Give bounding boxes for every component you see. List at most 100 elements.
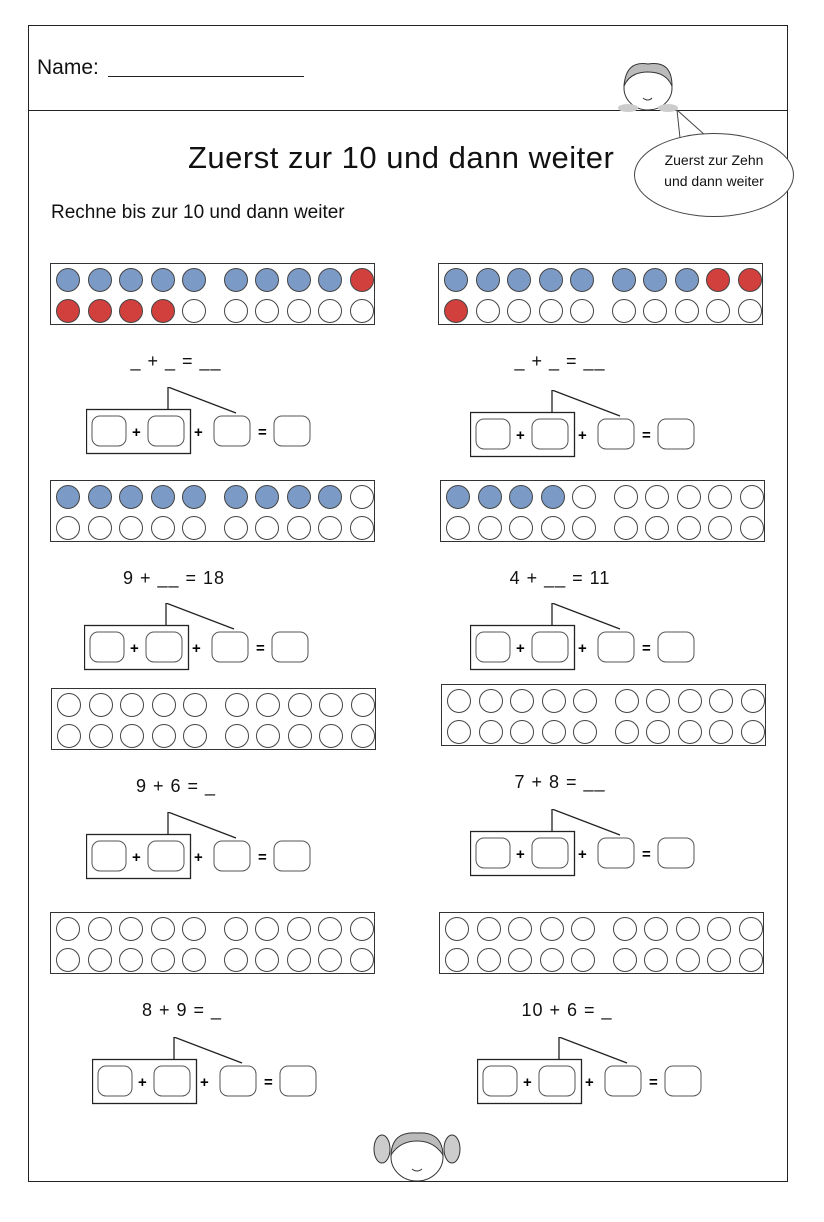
- counter-empty[interactable]: [476, 948, 501, 972]
- counter-empty[interactable]: [183, 724, 207, 748]
- counter-blue[interactable]: [150, 485, 175, 509]
- counter-blue[interactable]: [477, 485, 502, 509]
- counter-red[interactable]: [150, 299, 175, 323]
- counter-empty[interactable]: [573, 689, 597, 713]
- counter-empty[interactable]: [509, 516, 533, 540]
- counter-blue[interactable]: [87, 485, 112, 509]
- counter-empty[interactable]: [255, 948, 279, 972]
- counter-empty[interactable]: [613, 485, 638, 509]
- counter-empty[interactable]: [708, 485, 732, 509]
- counter-blue[interactable]: [56, 268, 80, 292]
- counter-blue[interactable]: [286, 268, 311, 292]
- counter-empty[interactable]: [674, 299, 699, 323]
- counter-empty[interactable]: [445, 948, 469, 972]
- counter-empty[interactable]: [708, 516, 732, 540]
- counter-empty[interactable]: [287, 693, 312, 717]
- counter-red[interactable]: [706, 268, 730, 292]
- counter-empty[interactable]: [182, 516, 206, 540]
- counter-empty[interactable]: [538, 299, 563, 323]
- counter-empty[interactable]: [709, 689, 733, 713]
- counter-blue[interactable]: [119, 268, 143, 292]
- counter-empty[interactable]: [740, 720, 765, 744]
- counter-empty[interactable]: [56, 516, 80, 540]
- counter-blue[interactable]: [223, 268, 248, 292]
- counter-empty[interactable]: [645, 516, 669, 540]
- counter-empty[interactable]: [223, 948, 248, 972]
- counter-empty[interactable]: [612, 948, 637, 972]
- counter-empty[interactable]: [540, 516, 565, 540]
- counter-empty[interactable]: [445, 917, 469, 941]
- counter-blue[interactable]: [475, 268, 500, 292]
- counter-blue[interactable]: [444, 268, 468, 292]
- counter-empty[interactable]: [87, 516, 112, 540]
- counter-empty[interactable]: [151, 693, 176, 717]
- counter-empty[interactable]: [349, 516, 374, 540]
- counter-blue[interactable]: [182, 485, 206, 509]
- counter-empty[interactable]: [740, 689, 765, 713]
- counter-empty[interactable]: [286, 516, 311, 540]
- counter-empty[interactable]: [256, 693, 280, 717]
- counter-empty[interactable]: [88, 693, 113, 717]
- counter-empty[interactable]: [318, 948, 342, 972]
- counter-empty[interactable]: [707, 948, 731, 972]
- counter-blue[interactable]: [507, 268, 531, 292]
- counter-empty[interactable]: [57, 724, 81, 748]
- counter-blue[interactable]: [318, 268, 342, 292]
- counter-empty[interactable]: [119, 917, 143, 941]
- counter-red[interactable]: [87, 299, 112, 323]
- counter-red[interactable]: [349, 268, 374, 292]
- counter-empty[interactable]: [573, 720, 597, 744]
- counter-empty[interactable]: [150, 516, 175, 540]
- counter-empty[interactable]: [349, 948, 374, 972]
- counter-empty[interactable]: [707, 917, 731, 941]
- counter-empty[interactable]: [475, 299, 500, 323]
- counter-empty[interactable]: [255, 917, 279, 941]
- counter-empty[interactable]: [446, 516, 470, 540]
- counter-empty[interactable]: [510, 689, 534, 713]
- counter-empty[interactable]: [349, 917, 374, 941]
- counter-empty[interactable]: [476, 917, 501, 941]
- counter-empty[interactable]: [286, 917, 311, 941]
- counter-empty[interactable]: [56, 948, 80, 972]
- counter-empty[interactable]: [224, 724, 249, 748]
- counter-empty[interactable]: [612, 917, 637, 941]
- counter-empty[interactable]: [646, 720, 670, 744]
- counter-empty[interactable]: [256, 724, 280, 748]
- counter-empty[interactable]: [507, 299, 531, 323]
- counter-red[interactable]: [444, 299, 468, 323]
- counter-empty[interactable]: [676, 516, 701, 540]
- counter-empty[interactable]: [643, 299, 667, 323]
- counter-empty[interactable]: [182, 917, 206, 941]
- counter-empty[interactable]: [539, 917, 564, 941]
- counter-empty[interactable]: [319, 724, 343, 748]
- counter-empty[interactable]: [677, 689, 702, 713]
- counter-empty[interactable]: [318, 516, 342, 540]
- counter-empty[interactable]: [541, 689, 566, 713]
- counter-empty[interactable]: [478, 689, 503, 713]
- counter-empty[interactable]: [349, 485, 374, 509]
- counter-empty[interactable]: [644, 948, 668, 972]
- counter-empty[interactable]: [613, 516, 638, 540]
- counter-empty[interactable]: [350, 724, 375, 748]
- counter-empty[interactable]: [223, 299, 248, 323]
- counter-empty[interactable]: [571, 948, 595, 972]
- counter-empty[interactable]: [706, 299, 730, 323]
- counter-blue[interactable]: [611, 268, 636, 292]
- counter-empty[interactable]: [183, 693, 207, 717]
- counter-blue[interactable]: [318, 485, 342, 509]
- counter-blue[interactable]: [286, 485, 311, 509]
- counter-empty[interactable]: [447, 689, 471, 713]
- counter-empty[interactable]: [286, 948, 311, 972]
- counter-empty[interactable]: [572, 485, 596, 509]
- counter-empty[interactable]: [739, 516, 764, 540]
- counter-empty[interactable]: [349, 299, 374, 323]
- counter-red[interactable]: [56, 299, 80, 323]
- counter-blue[interactable]: [255, 268, 279, 292]
- counter-empty[interactable]: [510, 720, 534, 744]
- counter-empty[interactable]: [739, 485, 764, 509]
- counter-empty[interactable]: [255, 516, 279, 540]
- counter-blue[interactable]: [150, 268, 175, 292]
- counter-empty[interactable]: [87, 948, 112, 972]
- counter-empty[interactable]: [318, 299, 342, 323]
- counter-empty[interactable]: [88, 724, 113, 748]
